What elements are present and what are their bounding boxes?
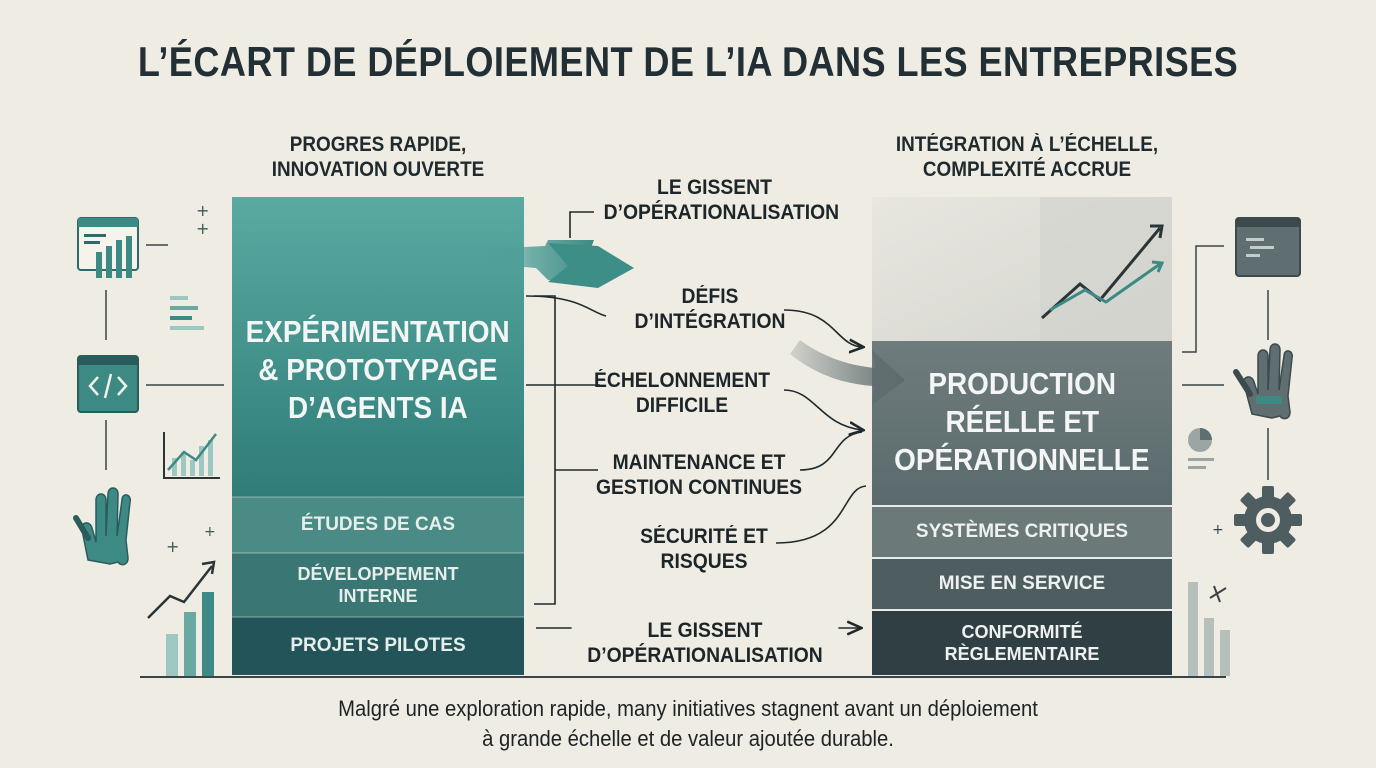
line-chart-icon	[163, 432, 220, 479]
right-tier-3-line2: RÈGLEMENTAIRE	[944, 644, 1100, 664]
right-tier-1-label: SYSTÈMES CRITIQUES	[915, 521, 1129, 542]
svg-text:+: +	[204, 524, 216, 540]
right-tier-3-line1: CONFORMITÉ	[961, 622, 1083, 642]
bars-small-icon	[170, 296, 204, 330]
right-main-block	[872, 341, 1172, 506]
right-tier-3	[872, 610, 1172, 675]
mid-label-4: MAINTENANCE ET GESTION CONTINUES	[593, 450, 805, 500]
left-tier-3-label: PROJETS PILOTES	[290, 635, 466, 656]
mid-label-1-line2: D’OPÉRATIONALISATION	[603, 201, 840, 224]
svg-text:+: +	[166, 537, 179, 556]
mid-label-1-line1: LE GISSENT	[657, 176, 772, 199]
mid-label-4-line2: GESTION CONTINUES	[595, 476, 803, 499]
trend-chart-icon	[1040, 224, 1165, 320]
caption-line1: Malgré une exploration rapide, many init…	[338, 696, 1038, 721]
right-icons: +	[1182, 217, 1302, 676]
mid-label-3: ÉCHELONNEMENT DIFFICILE	[581, 368, 783, 418]
left-tier-1	[232, 497, 524, 553]
right-block	[872, 197, 1172, 675]
left-subheading-line2: INNOVATION OUVERTE	[271, 158, 485, 181]
mid-label-3-line1: ÉCHELONNEMENT	[593, 369, 771, 392]
mid-label-6-line2: D’OPÉRATIONALISATION	[587, 644, 823, 667]
mid-label-2-line2: D’INTÉGRATION	[634, 310, 786, 333]
mid-label-4-line1: MAINTENANCE ET	[612, 451, 786, 474]
terminal-window-icon	[1235, 217, 1301, 277]
left-block	[232, 197, 524, 675]
page-title: L’ÉCART DE DÉPLOIEMENT DE L’IA DANS LES …	[137, 38, 1239, 85]
left-subheading-line1: PROGRES RAPIDE,	[289, 133, 467, 156]
left-icons: + + + +	[73, 201, 224, 676]
growth-chart-icon	[147, 560, 216, 676]
right-main-line2: RÉELLE ET	[945, 404, 1099, 439]
progress-arrow	[468, 240, 634, 288]
left-main-block	[232, 197, 524, 497]
svg-text:+: +	[196, 219, 209, 238]
right-main-line1: PRODUCTION	[928, 366, 1116, 401]
right-tier-2	[872, 558, 1172, 610]
mid-label-5-line2: RISQUES	[660, 550, 748, 573]
right-subheading: INTÉGRATION À L’ÉCHELLE, COMPLEXITÉ ACCR…	[879, 132, 1176, 182]
left-main-line2: & PROTOTYPAGE	[258, 352, 498, 387]
left-main-line3: D’AGENTS IA	[288, 390, 468, 425]
mid-label-1: LE GISSENT D’OPÉRATIONALISATION	[591, 175, 885, 225]
left-tier-1-label: ÉTUDES DE CAS	[300, 514, 456, 535]
left-tier-3	[232, 617, 524, 675]
left-main-line1: EXPÉRIMENTATION	[245, 314, 511, 349]
code-window-icon	[77, 355, 139, 413]
dashboard-chart-icon	[77, 217, 139, 278]
pie-chart-icon	[1188, 428, 1214, 469]
caption: Malgré une exploration rapide, many init…	[55, 694, 1321, 754]
svg-text:+: +	[1212, 522, 1224, 538]
mid-label-5-line1: SÉCURITÉ ET	[640, 525, 768, 548]
mid-label-6-line1: LE GISSENT	[647, 619, 763, 642]
robot-hand-icon-right	[1233, 343, 1293, 420]
right-tier-3-label: CONFORMITÉ RÈGLEMENTAIRE	[872, 612, 1172, 674]
bar-chart-icon	[1188, 582, 1230, 676]
right-subheading-line1: INTÉGRATION À L’ÉCHELLE,	[895, 133, 1159, 156]
right-main-line3: OPÉRATIONNELLE	[894, 442, 1150, 477]
mid-label-2: DÉFIS D’INTÉGRATION	[600, 284, 821, 334]
right-tier-2-label: MISE EN SERVICE	[938, 573, 1106, 594]
mid-label-6: LE GISSENT D’OPÉRATIONALISATION	[571, 618, 839, 668]
robot-hand-icon	[73, 487, 131, 566]
mid-label-5: SÉCURITÉ ET RISQUES	[621, 524, 787, 574]
gear-icon	[1234, 486, 1302, 554]
mid-label-3-line2: DIFFICILE	[635, 394, 729, 417]
left-tier-2-line2: INTERNE	[338, 586, 418, 606]
left-main-label: EXPÉRIMENTATION & PROTOTYPAGE D’AGENTS I…	[232, 310, 524, 430]
svg-text:+: +	[196, 201, 209, 220]
right-tier-1	[872, 506, 1172, 558]
left-tier-2-label: DÉVELOPPEMENT INTERNE	[232, 553, 524, 617]
left-tier-2	[232, 553, 524, 617]
left-subheading: PROGRES RAPIDE, INNOVATION OUVERTE	[247, 132, 510, 182]
right-main-label: PRODUCTION RÉELLE ET OPÉRATIONNELLE	[872, 362, 1172, 482]
caption-line2: à grande échelle et de valeur ajoutée du…	[482, 726, 894, 751]
mid-label-2-line1: DÉFIS	[681, 285, 739, 308]
right-subheading-line2: COMPLEXITÉ ACCRUE	[922, 158, 1132, 181]
left-tier-2-line1: DÉVELOPPEMENT	[297, 564, 459, 584]
integration-arrow	[790, 340, 905, 405]
